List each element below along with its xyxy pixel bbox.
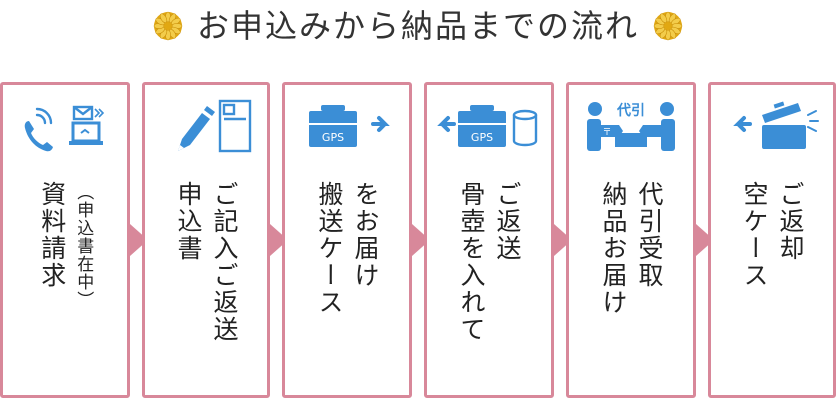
step-6-label-line-2: ご返却 xyxy=(776,181,805,262)
step-4-icon-area: GPS xyxy=(427,97,551,153)
step-1-box: 資料請求 （申込書在中） xyxy=(0,82,130,398)
step-3-label-line-1: 搬送ケース xyxy=(315,181,344,316)
step-1-label-line-1: 資料請求 xyxy=(37,181,67,289)
step-4-label-line-2: ご返送 xyxy=(493,181,522,262)
phone-and-mail-laptop-icon xyxy=(24,105,105,152)
pen-and-document-icon xyxy=(178,99,252,153)
step-4-box: GPS 骨壺を入れて ご返送 xyxy=(424,82,554,398)
step-1-icon-area xyxy=(3,97,127,153)
gps-case-send-icon: GPS xyxy=(309,105,390,147)
step-2-icon-area xyxy=(145,97,267,153)
step-3-box: GPS 搬送ケース をお届け xyxy=(282,82,412,398)
open-case-return-icon xyxy=(733,101,819,149)
flower-icon xyxy=(653,11,683,41)
step-5-label-line-1: 納品お届け xyxy=(599,181,628,316)
flower-icon xyxy=(153,11,183,41)
page-title: お申込みから納品までの流れ xyxy=(196,7,639,45)
step-2-label-line-2: ご記入ご返送 xyxy=(210,181,239,343)
step-5-icon-area: 代引 〒 xyxy=(569,97,693,153)
gps-case-label: GPS xyxy=(471,131,493,144)
step-1-label-line-2: （申込書在中） xyxy=(73,183,94,309)
step-4-label-line-1: 骨壺を入れて xyxy=(457,181,486,343)
cash-on-delivery-handover-icon: 代引 〒 xyxy=(587,102,675,151)
title-row: お申込みから納品までの流れ xyxy=(0,0,836,52)
step-6-icon-area xyxy=(711,97,833,153)
step-2-label-line-1: 申込書 xyxy=(174,181,203,262)
step-5-label-line-2: 代引受取 xyxy=(635,181,664,289)
step-6-label-line-1: 空ケース xyxy=(740,181,769,289)
step-3-label-line-2: をお届け xyxy=(351,181,380,289)
cod-badge-label: 代引 xyxy=(616,102,645,119)
yen-icon: 〒 xyxy=(602,128,611,138)
gps-case-return-with-urn-icon: GPS xyxy=(437,105,538,147)
step-6-box: 空ケース ご返却 xyxy=(708,82,836,398)
step-5-box: 代引 〒 納品お届け 代引受取 xyxy=(566,82,696,398)
gps-case-label: GPS xyxy=(322,131,344,144)
step-3-icon-area: GPS xyxy=(285,97,409,153)
step-2-box: 申込書 ご記入ご返送 xyxy=(142,82,270,398)
